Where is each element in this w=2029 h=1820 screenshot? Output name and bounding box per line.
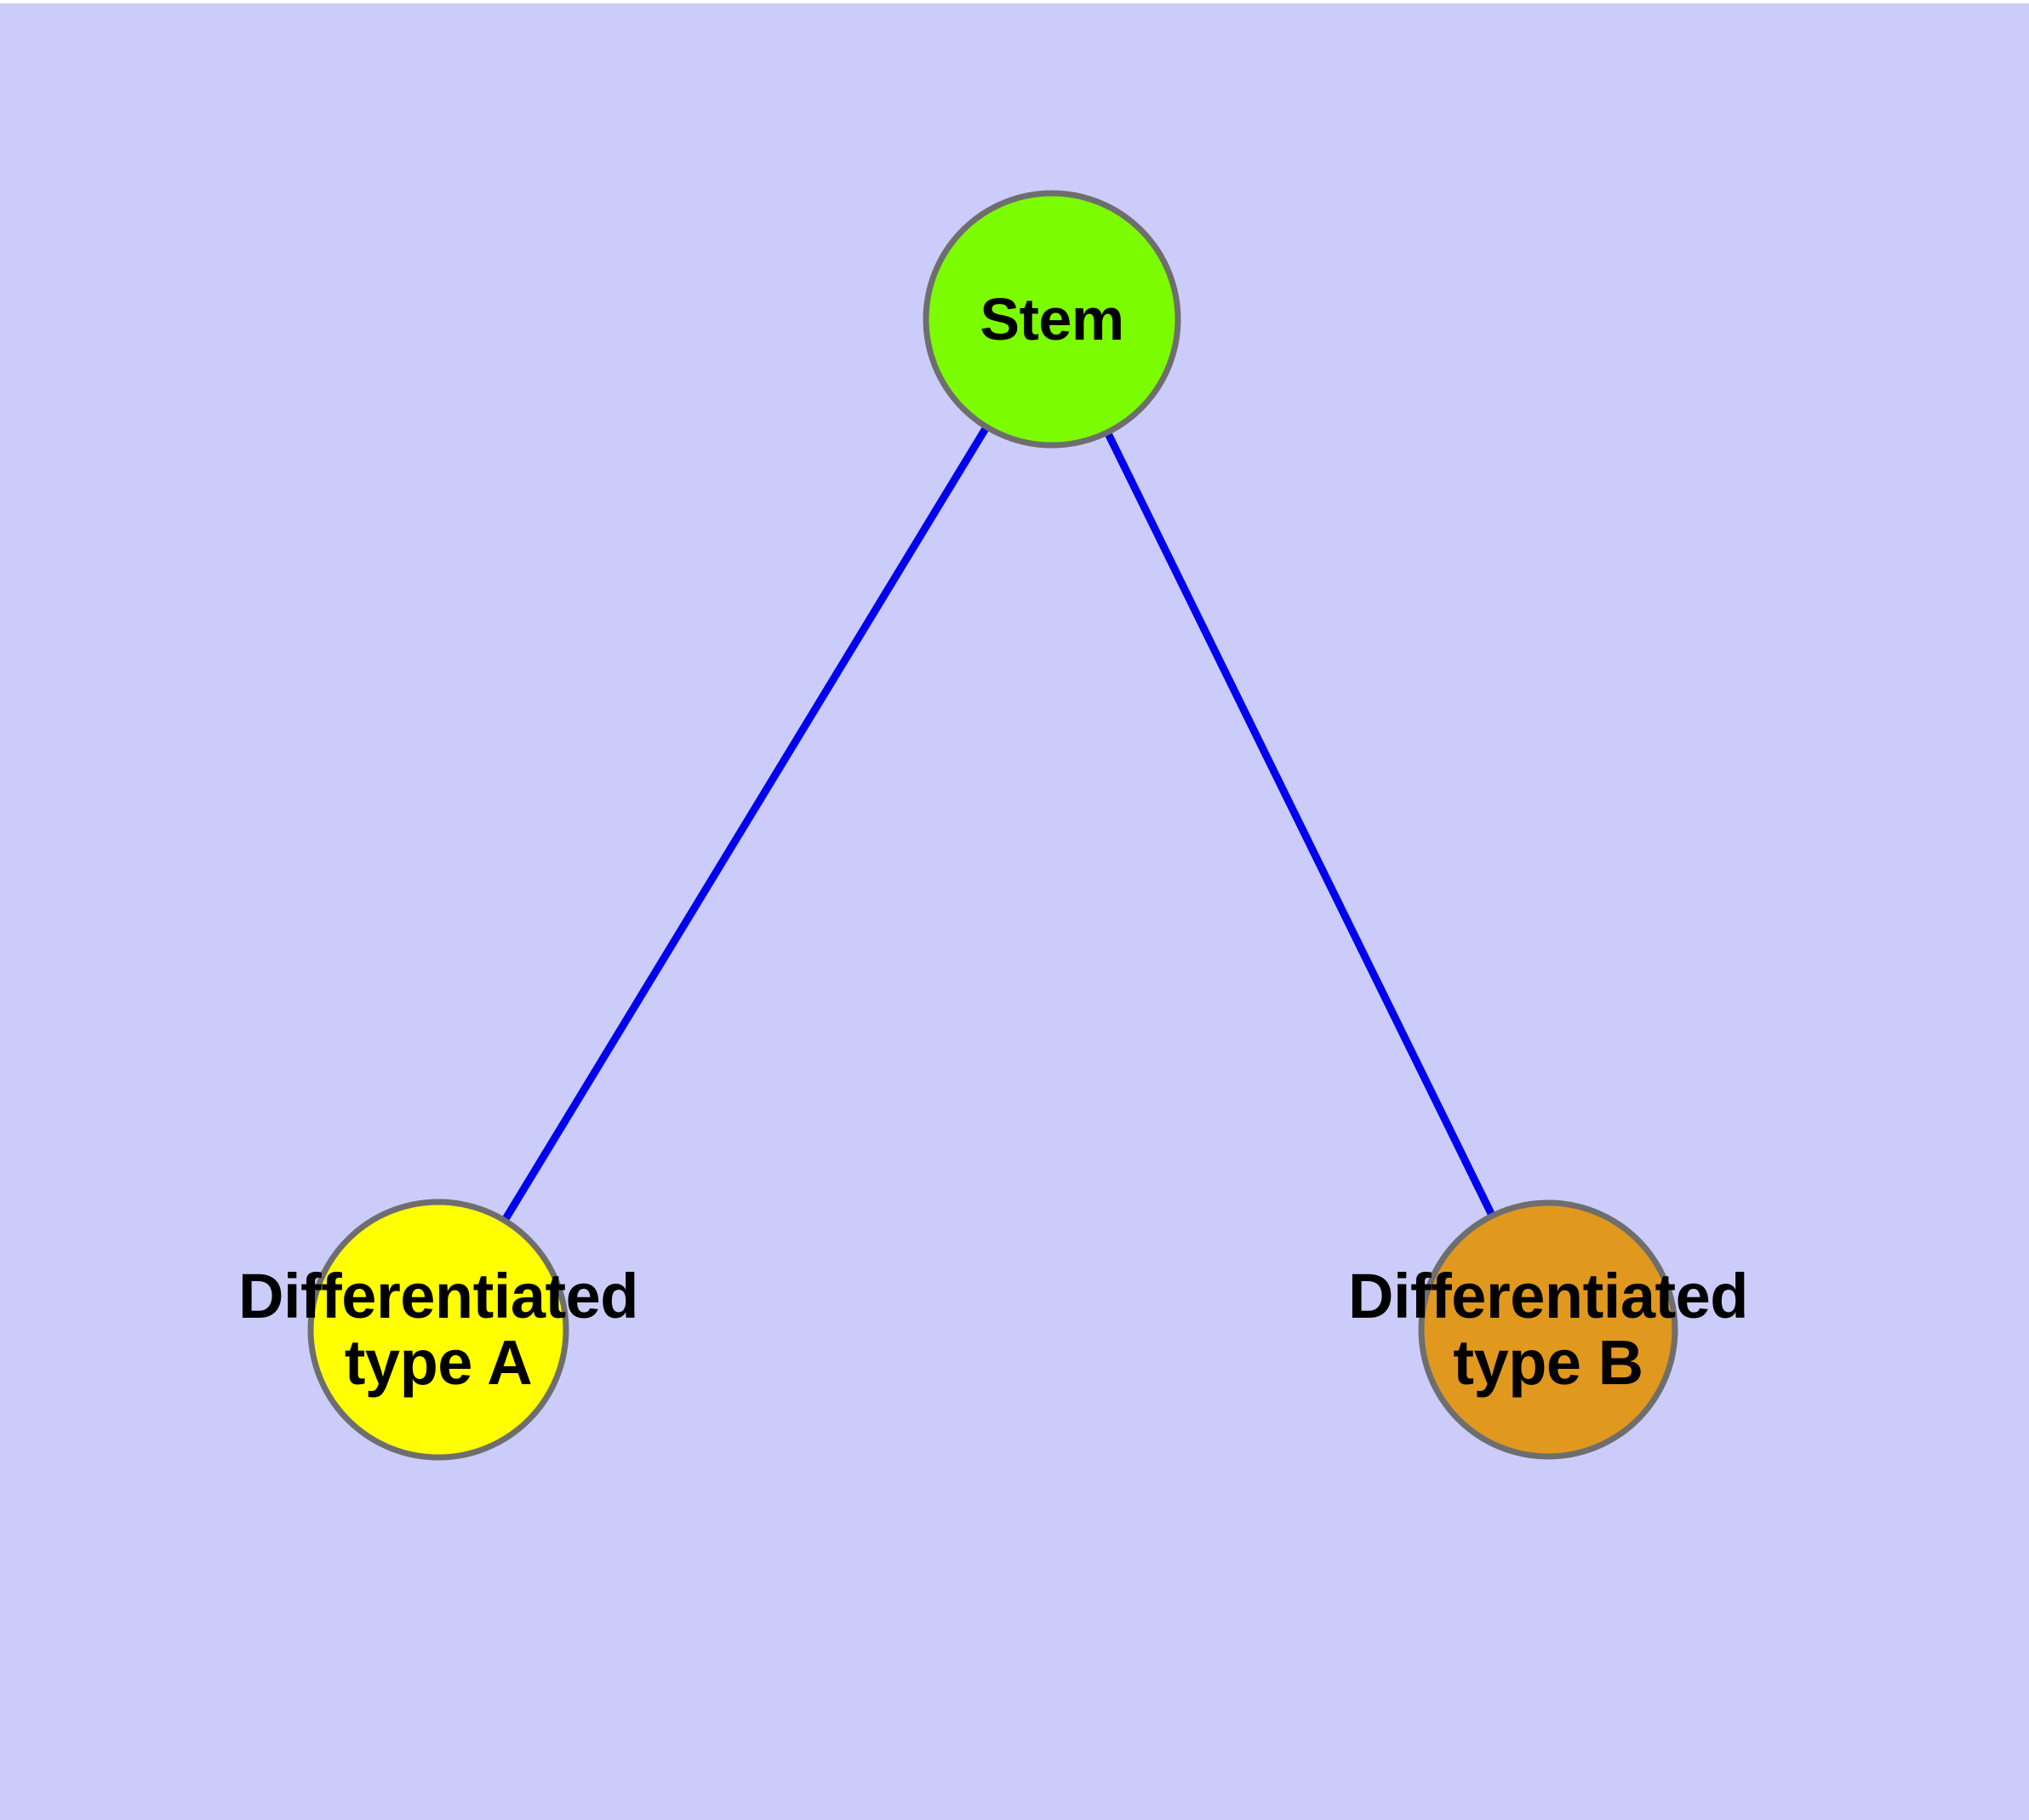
node-layer xyxy=(307,190,1678,1461)
edge-stem-to-diff-a[interactable] xyxy=(499,421,992,1226)
node-stem[interactable] xyxy=(923,190,1181,449)
edge-stem-to-diff-b[interactable] xyxy=(1102,427,1498,1221)
node-diff-b[interactable] xyxy=(1418,1199,1678,1460)
node-diff-a[interactable] xyxy=(307,1199,569,1461)
edge-layer xyxy=(499,421,1498,1226)
